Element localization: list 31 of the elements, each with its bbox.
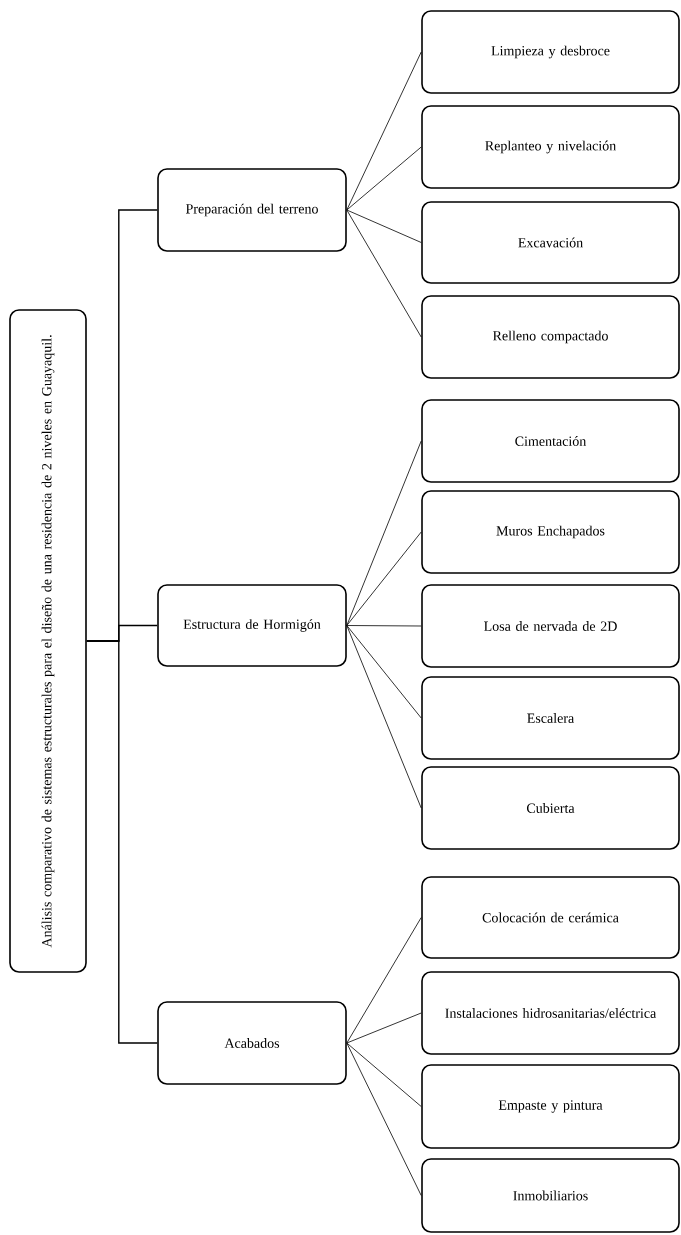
connector-line — [346, 209, 422, 243]
task-box: Empaste y pintura — [421, 1064, 680, 1149]
connector-line — [346, 531, 422, 626]
task-box: Limpieza y desbroce — [421, 10, 680, 94]
task-box: Muros Enchapados — [421, 490, 680, 574]
task-box: Instalaciones hidrosanitarias/eléctrica — [421, 971, 680, 1055]
connector-line — [346, 1042, 422, 1107]
connector-line — [346, 1012, 422, 1044]
category-box: Preparación del terreno — [157, 168, 347, 252]
connector-line — [346, 625, 422, 627]
title-box: Análisis comparativo de sistemas estructurales para el diseño de una residencia de 2 niveles en Guayaquil. — [9, 309, 87, 973]
connector-line — [346, 209, 422, 338]
task-box: Cimentación — [421, 399, 680, 483]
category-box: Acabados — [157, 1001, 347, 1085]
category-box: Estructura de Hormigón — [157, 584, 347, 667]
task-box: Replanteo y nivelación — [421, 105, 680, 189]
task-box: Excavación — [421, 201, 680, 284]
connector-line — [346, 917, 422, 1044]
task-box: Cubierta — [421, 766, 680, 850]
task-box: Colocación de cerámica — [421, 876, 680, 959]
task-box: Relleno compactado — [421, 295, 680, 379]
connector-line — [346, 625, 422, 719]
task-box: Escalera — [421, 676, 680, 760]
connector-line — [346, 51, 422, 211]
connector-line — [86, 640, 158, 1044]
task-box: Inmobiliarios — [421, 1158, 680, 1233]
connector-line — [346, 625, 422, 809]
task-box: Losa de nervada de 2D — [421, 584, 680, 668]
connector-line — [346, 1042, 422, 1196]
connector-line — [346, 146, 422, 211]
connector-line — [346, 440, 422, 626]
